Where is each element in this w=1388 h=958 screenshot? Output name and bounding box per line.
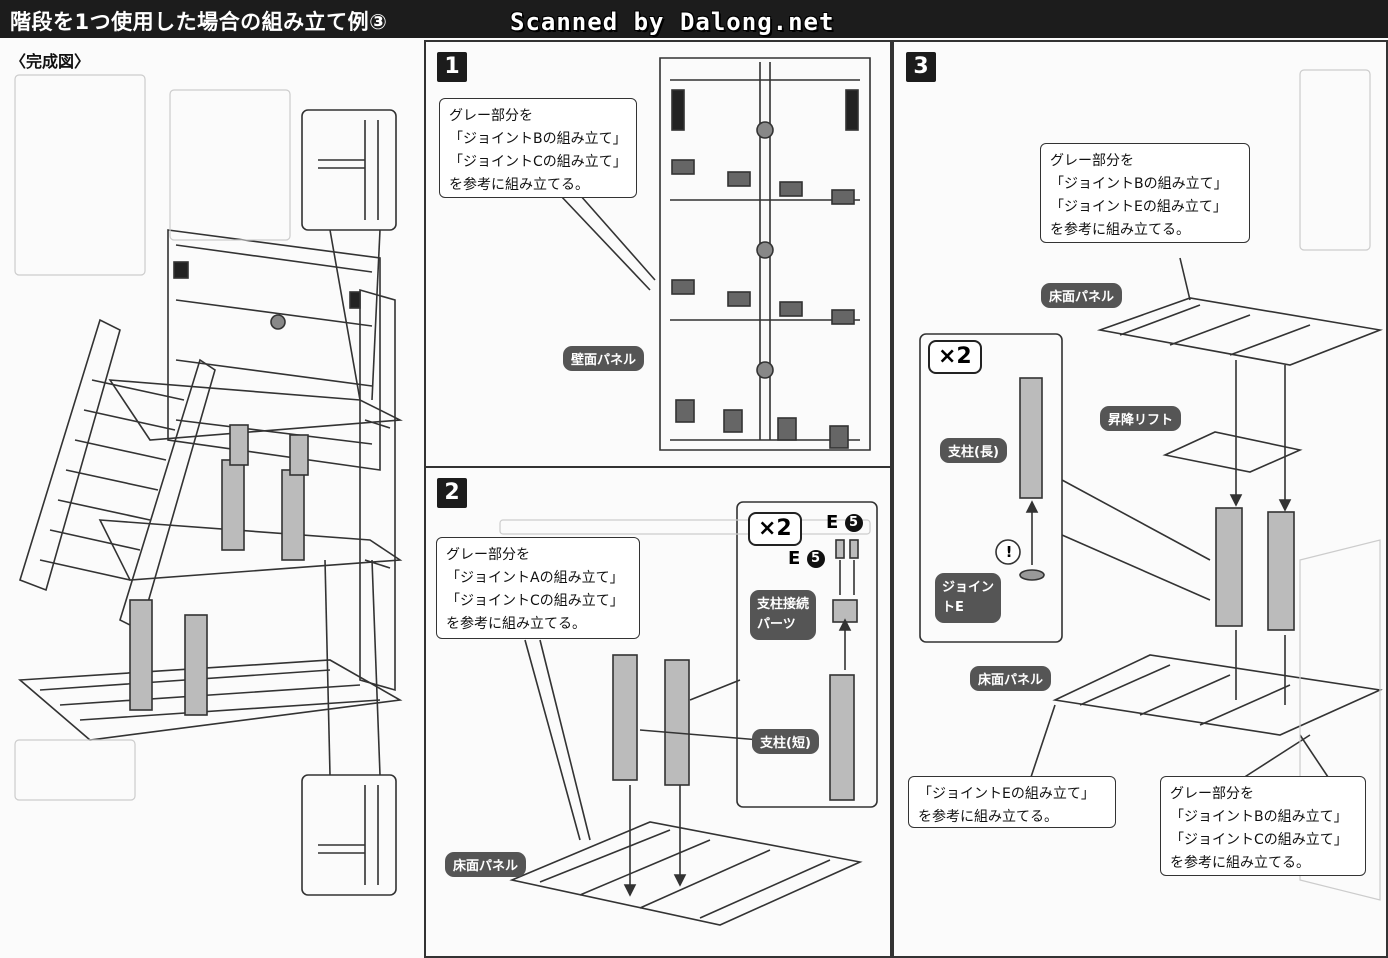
callout-line: グレー部分を — [446, 547, 530, 563]
page-title: 階段を1つ使用した場合の組み立て例③ — [10, 10, 388, 34]
step3-callout-top: グレー部分を 「ジョイントBの組み立て」 「ジョイントEの組み立て」 を参考に組… — [1040, 143, 1250, 243]
callout-line: を参考に組み立てる。 — [1170, 855, 1310, 871]
part-number-badge: 5 — [844, 514, 863, 532]
tag-pillar-connector: 支柱接続 パーツ — [750, 590, 817, 640]
scan-watermark: Scanned by Dalong.net — [510, 8, 835, 36]
callout-line: 「ジョイントEの組み立て」 — [918, 786, 1095, 802]
callout-line: 「ジョイントBの組み立て」 — [1050, 176, 1228, 192]
callout-line: 「ジョイントEの組み立て」 — [1050, 199, 1227, 215]
callout-line: 「ジョイントCの組み立て」 — [449, 154, 627, 170]
part-number-badge: 5 — [806, 550, 825, 568]
callout-line: を参考に組み立てる。 — [446, 616, 586, 632]
callout-line: 「ジョイントCの組み立て」 — [1170, 832, 1348, 848]
step2-number: 2 — [437, 478, 467, 508]
tag-line: 支柱接続 — [757, 597, 810, 612]
callout-line: グレー部分を — [1170, 786, 1254, 802]
completed-label: 〈完成図〉 — [10, 52, 91, 71]
callout-line: を参考に組み立てる。 — [918, 809, 1058, 825]
tag-floor-panel-top: 床面パネル — [1041, 283, 1123, 308]
step3-callout-right: グレー部分を 「ジョイントBの組み立て」 「ジョイントCの組み立て」 を参考に組… — [1160, 776, 1366, 876]
step2-callout: グレー部分を 「ジョイントAの組み立て」 「ジョイントCの組み立て」 を参考に組… — [436, 537, 640, 639]
step3-callout-left: 「ジョイントEの組み立て」 を参考に組み立てる。 — [908, 776, 1116, 828]
warning-icon: ! — [1005, 543, 1013, 561]
tag-pillar-long: 支柱(長) — [940, 438, 1007, 463]
tag-pillar-short: 支柱(短) — [752, 729, 819, 754]
callout-line: 「ジョイントBの組み立て」 — [449, 131, 627, 147]
callout-line: を参考に組み立てる。 — [449, 177, 589, 193]
callout-line: 「ジョイントCの組み立て」 — [446, 593, 624, 609]
tag-joint-e: ジョイン トE — [935, 573, 1002, 623]
part-e5-right: E 5 — [826, 512, 863, 533]
part-letter: E — [788, 548, 801, 569]
tag-wall-panel: 壁面パネル — [563, 346, 645, 371]
callout-line: グレー部分を — [449, 108, 533, 124]
multiplier-badge: ×2 — [928, 340, 982, 374]
multiplier-badge: ×2 — [748, 512, 802, 546]
tag-line: パーツ — [757, 617, 796, 632]
tag-floor-panel: 床面パネル — [445, 852, 527, 877]
tag-line: トE — [942, 600, 964, 615]
step1-number: 1 — [437, 52, 467, 82]
part-letter: E — [826, 512, 839, 533]
callout-line: 「ジョイントAの組み立て」 — [446, 570, 624, 586]
callout-line: グレー部分を — [1050, 153, 1134, 169]
header-bar: 階段を1つ使用した場合の組み立て例③ Scanned by Dalong.net — [0, 0, 1388, 38]
part-e5-left: E 5 — [788, 548, 825, 569]
step2-panel — [424, 466, 892, 958]
tag-floor-panel-bottom: 床面パネル — [970, 666, 1052, 691]
step1-callout: グレー部分を 「ジョイントBの組み立て」 「ジョイントCの組み立て」 を参考に組… — [439, 98, 637, 198]
callout-line: 「ジョイントBの組み立て」 — [1170, 809, 1348, 825]
tag-lift: 昇降リフト — [1100, 406, 1182, 431]
step3-number: 3 — [906, 52, 936, 82]
tag-line: ジョイン — [942, 580, 995, 595]
callout-line: を参考に組み立てる。 — [1050, 222, 1190, 238]
step3-panel — [892, 40, 1388, 958]
